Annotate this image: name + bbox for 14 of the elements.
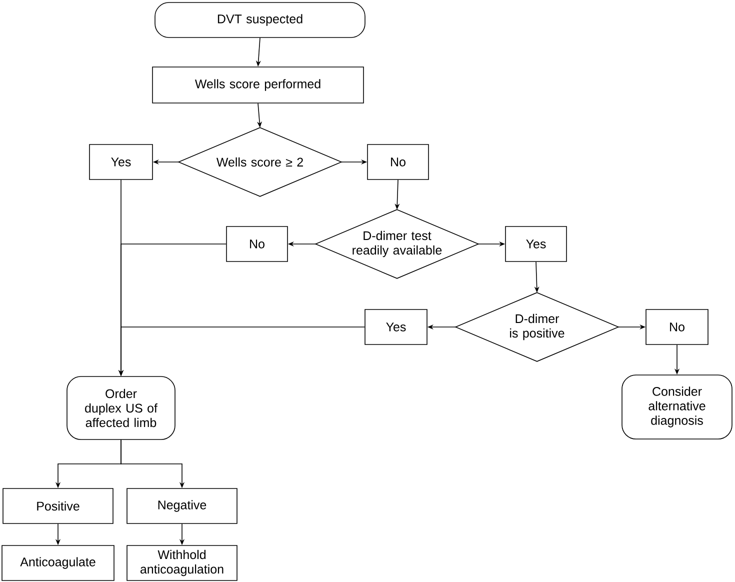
process-box: Yes [364, 309, 428, 345]
process-box: Wells score performed [152, 66, 364, 104]
process-box: No [367, 144, 429, 180]
process-box: No [646, 309, 708, 345]
terminal-box: Order duplex US of affected limb [66, 376, 176, 440]
terminal-box: Consider alternative diagnosis [622, 374, 732, 440]
process-box: Anticoagulate [2, 545, 114, 581]
terminal-box: DVT suspected [154, 2, 366, 38]
process-box: Negative [126, 488, 238, 524]
process-box: Yes [89, 144, 153, 180]
process-box: Positive [2, 488, 114, 524]
process-box: Withhold anticoagulation [126, 545, 238, 581]
process-box: Yes [505, 226, 567, 262]
process-box: No [226, 226, 288, 262]
